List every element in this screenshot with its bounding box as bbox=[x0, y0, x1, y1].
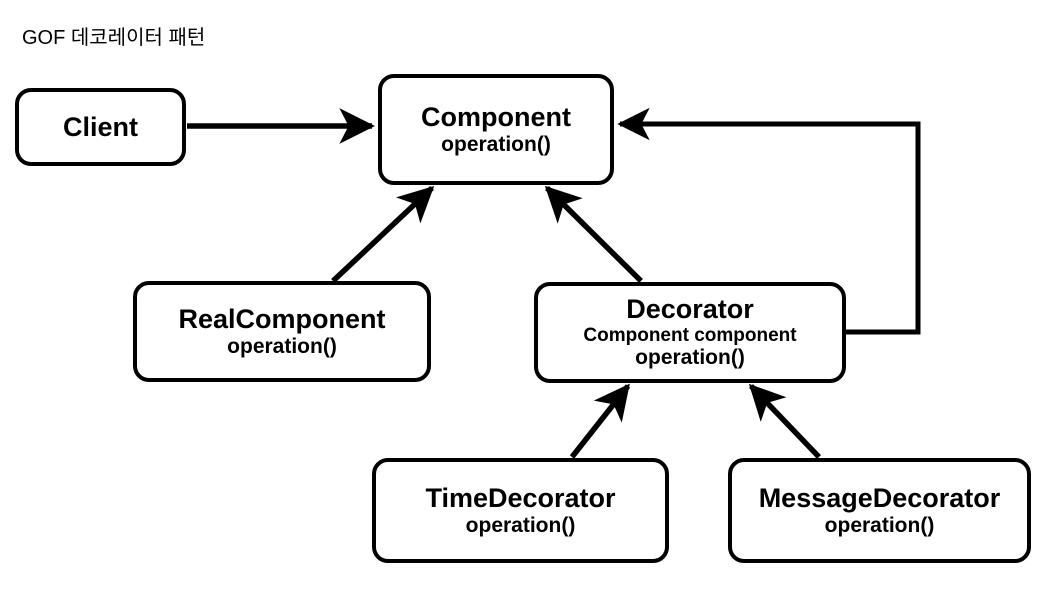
class-box-timedecorator[interactable]: TimeDecorator operation() bbox=[372, 458, 669, 563]
class-name-decorator: Decorator bbox=[626, 294, 754, 325]
edge-timedecorator-to-decorator bbox=[569, 383, 631, 459]
class-name-timedecorator: TimeDecorator bbox=[425, 483, 616, 514]
class-member-messagedecorator-operation: operation() bbox=[824, 513, 935, 537]
class-name-client: Client bbox=[62, 111, 138, 142]
class-name-messagedecorator: MessageDecorator bbox=[758, 483, 1001, 514]
class-member-decorator-operation: operation() bbox=[635, 346, 745, 370]
class-box-component[interactable]: Component operation() bbox=[378, 74, 614, 185]
class-member-component-operation: operation() bbox=[441, 132, 551, 156]
class-box-client[interactable]: Client bbox=[15, 88, 186, 166]
class-name-component: Component bbox=[421, 102, 571, 133]
class-member-decorator-field: Component component bbox=[583, 324, 797, 346]
edge-decorator-has-component bbox=[617, 107, 921, 335]
class-box-decorator[interactable]: Decorator Component component operation(… bbox=[534, 282, 846, 383]
edge-messagedecorator-to-decorator bbox=[748, 383, 821, 459]
class-member-timedecorator-operation: operation() bbox=[465, 513, 576, 537]
class-box-messagedecorator[interactable]: MessageDecorator operation() bbox=[728, 458, 1031, 563]
class-name-realcomponent: RealComponent bbox=[178, 304, 386, 335]
class-member-realcomponent-operation: operation() bbox=[227, 334, 337, 358]
class-box-realcomponent[interactable]: RealComponent operation() bbox=[133, 281, 431, 382]
edge-decorator-to-component bbox=[544, 185, 643, 283]
edge-realcomponent-to-component bbox=[331, 185, 435, 284]
page-title: GOF 데코레이터 패턴 bbox=[22, 27, 206, 49]
